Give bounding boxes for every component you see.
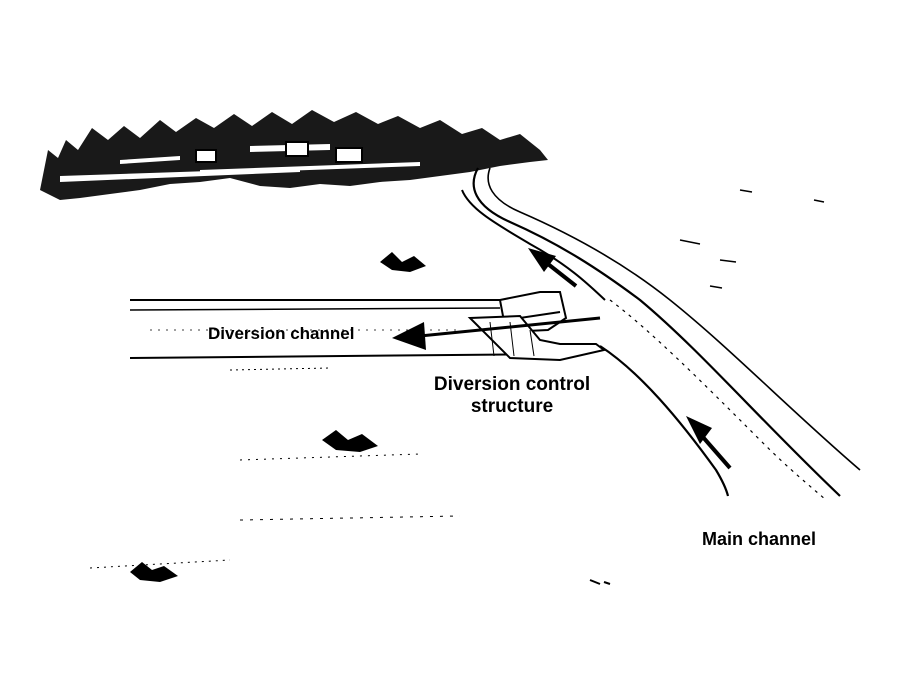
treeline <box>40 110 548 200</box>
diversion-control-structure <box>467 291 607 362</box>
main-channel <box>461 167 861 501</box>
diversion-control-structure-label: Diversion control structure <box>433 374 591 417</box>
flow-arrows <box>392 248 732 470</box>
diversion-channel-label: Diversion channel <box>208 324 355 343</box>
diversion-channel <box>129 299 561 359</box>
ground-texture <box>89 189 825 585</box>
main-channel-label: Main channel <box>702 529 817 549</box>
